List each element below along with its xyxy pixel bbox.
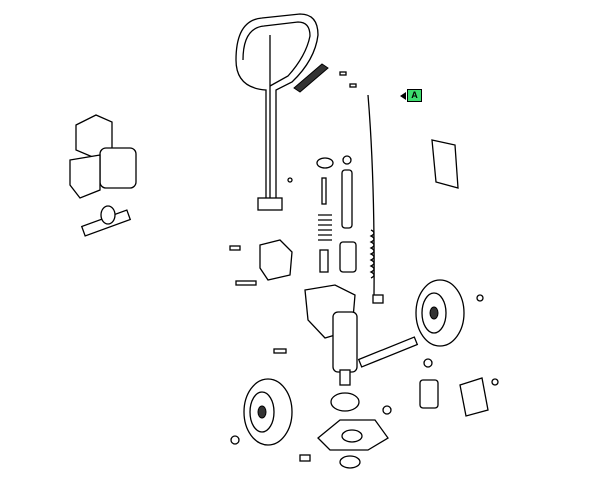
callout-arrow-icon (400, 91, 406, 100)
fasteners (229, 71, 499, 462)
pump-assembly-left (69, 114, 137, 237)
handle-assembly (235, 13, 329, 211)
callout-label[interactable]: A (407, 89, 422, 102)
callout-marker[interactable]: A (400, 89, 422, 102)
hydraulic-parts (259, 94, 419, 386)
wheels (243, 279, 465, 446)
base-and-seals (317, 139, 489, 469)
